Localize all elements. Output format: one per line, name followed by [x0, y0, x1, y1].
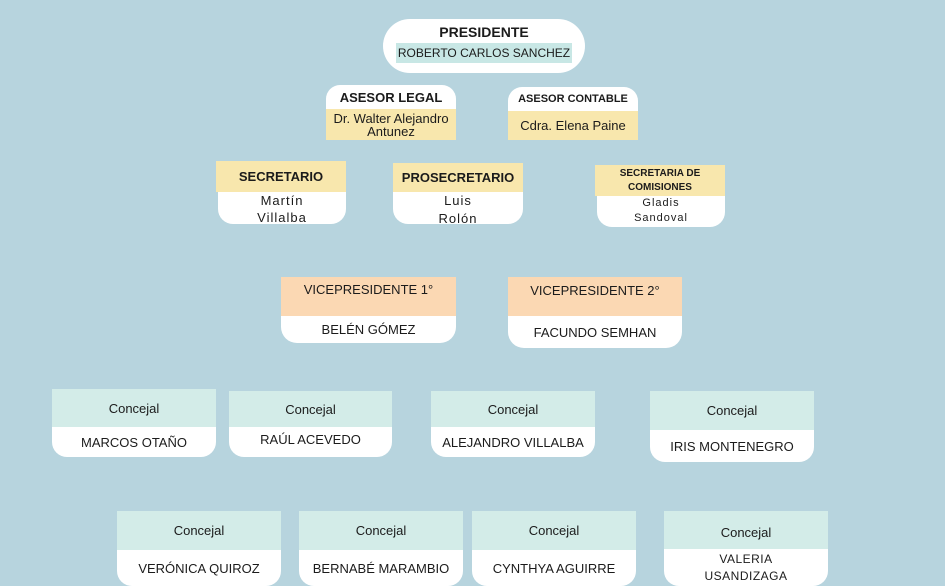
node-concejal: Concejal IRIS MONTENEGRO	[650, 391, 814, 462]
secretario-name-line2: Villalba	[257, 210, 307, 225]
concejal-title: Concejal	[117, 511, 281, 550]
concejal-name-line1: VALERIA	[719, 552, 773, 566]
node-vicepresidente-2: VICEPRESIDENTE 2° FACUNDO SEMHAN	[508, 277, 682, 348]
concejal-name: RAÚL ACEVEDO	[229, 427, 392, 457]
secretario-name-line1: Martín	[260, 193, 304, 208]
concejal-name: IRIS MONTENEGRO	[650, 430, 814, 462]
node-prosecretario: PROSECRETARIO Luis Rolón	[393, 163, 523, 226]
node-vicepresidente-1: VICEPRESIDENTE 1° BELÉN GÓMEZ	[281, 277, 456, 343]
secretaria-comisiones-name-line2: Sandoval	[634, 212, 688, 224]
prosecretario-name-box: Luis Rolón	[393, 192, 523, 226]
concejal-name: BERNABÉ MARAMBIO	[299, 550, 463, 586]
asesor-legal-name-line1: Dr. Walter Alejandro	[333, 111, 449, 126]
concejal-name-line2: USANDIZAGA	[704, 569, 788, 583]
prosecretario-name-line2: Rolón	[438, 211, 478, 226]
secretaria-comisiones-name-line1: Gladis	[642, 197, 680, 209]
vicepresidente-1-title: VICEPRESIDENTE 1°	[281, 277, 456, 316]
prosecretario-title: PROSECRETARIO	[393, 163, 523, 192]
node-concejal: Concejal CYNTHYA AGUIRRE	[472, 511, 636, 586]
node-concejal: Concejal ALEJANDRO VILLALBA	[431, 391, 595, 457]
asesor-legal-name-box: Dr. Walter Alejandro Antunez	[326, 109, 456, 140]
concejal-name: ALEJANDRO VILLALBA	[431, 427, 595, 457]
node-secretario: SECRETARIO Martín Villalba	[216, 161, 346, 225]
vicepresidente-2-name: FACUNDO SEMHAN	[508, 316, 682, 348]
node-secretaria-comisiones: SECRETARIA DE COMISIONES Gladis Sandoval	[595, 165, 725, 227]
concejal-title: Concejal	[52, 389, 216, 427]
presidente-name: ROBERTO CARLOS SANCHEZ	[396, 43, 572, 63]
secretario-title: SECRETARIO	[216, 161, 346, 192]
concejal-title: Concejal	[299, 511, 463, 550]
concejal-title: Concejal	[431, 391, 595, 427]
node-asesor-legal: ASESOR LEGAL Dr. Walter Alejandro Antune…	[326, 85, 456, 140]
node-concejal: Concejal VALERIA USANDIZAGA	[664, 511, 828, 586]
secretaria-comisiones-name-box: Gladis Sandoval	[597, 196, 725, 227]
node-presidente: PRESIDENTE ROBERTO CARLOS SANCHEZ	[383, 19, 585, 73]
secretaria-comisiones-title-line1: SECRETARIA DE	[619, 168, 701, 179]
asesor-legal-name-line2: Antunez	[367, 124, 415, 139]
asesor-legal-title: ASESOR LEGAL	[326, 85, 456, 109]
presidente-title: PRESIDENTE	[439, 24, 529, 40]
node-concejal: Concejal RAÚL ACEVEDO	[229, 391, 392, 457]
secretaria-comisiones-title-box: SECRETARIA DE COMISIONES	[595, 165, 725, 196]
vicepresidente-2-title: VICEPRESIDENTE 2°	[508, 277, 682, 316]
concejal-name: CYNTHYA AGUIRRE	[472, 550, 636, 586]
concejal-title: Concejal	[650, 391, 814, 430]
node-concejal: Concejal VERÓNICA QUIROZ	[117, 511, 281, 586]
node-asesor-contable: ASESOR CONTABLE Cdra. Elena Paine	[508, 87, 638, 140]
asesor-contable-name: Cdra. Elena Paine	[508, 111, 638, 140]
concejal-name: VERÓNICA QUIROZ	[117, 550, 281, 586]
concejal-title: Concejal	[664, 511, 828, 549]
secretaria-comisiones-title-line2: COMISIONES	[628, 182, 692, 193]
concejal-title: Concejal	[229, 391, 392, 427]
concejal-title: Concejal	[472, 511, 636, 550]
concejal-name-box: VALERIA USANDIZAGA	[664, 549, 828, 586]
node-concejal: Concejal MARCOS OTAÑO	[52, 389, 216, 457]
secretario-name-box: Martín Villalba	[218, 192, 346, 225]
node-concejal: Concejal BERNABÉ MARAMBIO	[299, 511, 463, 586]
vicepresidente-1-name: BELÉN GÓMEZ	[281, 316, 456, 343]
concejal-name: MARCOS OTAÑO	[52, 427, 216, 457]
asesor-contable-title: ASESOR CONTABLE	[508, 87, 638, 111]
prosecretario-name-line1: Luis	[444, 193, 472, 208]
